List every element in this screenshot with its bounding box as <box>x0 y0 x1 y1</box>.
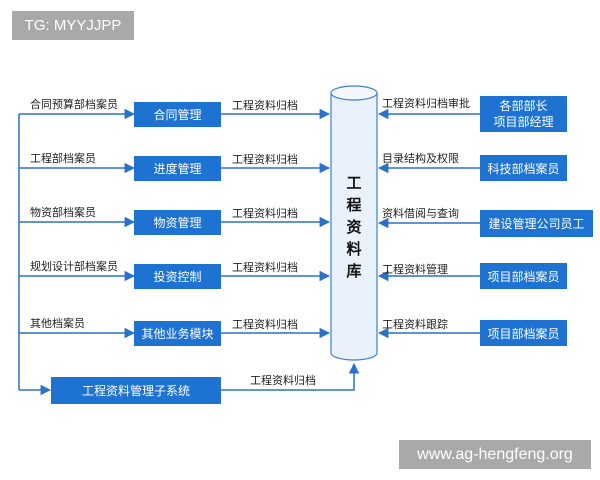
right-flow-label-3: 资料借阅与查询 <box>382 207 459 220</box>
role-line-heads-1: 各部部长 <box>499 99 548 113</box>
database-label-char-2: 程 <box>346 196 362 214</box>
source-label-5: 其他档案员 <box>30 317 85 330</box>
database-label-char-4: 料 <box>346 240 362 258</box>
database-label-char-1: 工 <box>346 174 362 192</box>
module-box-investment[interactable]: 投资控制 <box>134 264 221 289</box>
right-flow-label-2: 目录结构及权限 <box>382 152 459 165</box>
role-box-project-archivist-1[interactable]: 项目部档案员 <box>480 263 567 289</box>
source-label-2: 工程部档案员 <box>30 152 96 165</box>
right-flow-label-5: 工程资料跟踪 <box>382 318 448 331</box>
role-box-heads[interactable]: 各部部长 项目部经理 <box>480 96 567 132</box>
role-box-project-archivist-2[interactable]: 项目部档案员 <box>480 320 567 346</box>
source-label-4: 规划设计部档案员 <box>30 260 118 273</box>
flow-label-4: 工程资料归档 <box>232 261 298 274</box>
flow-arrow-subsystem <box>221 362 360 391</box>
module-box-materials[interactable]: 物资管理 <box>134 210 221 235</box>
flow-label-2: 工程资料归档 <box>232 153 298 166</box>
module-box-progress[interactable]: 进度管理 <box>134 156 221 181</box>
right-flow-label-1: 工程资料归档审批 <box>382 97 470 110</box>
role-box-tech-archivist[interactable]: 科技部档案员 <box>480 155 567 181</box>
database-label-char-5: 库 <box>346 262 362 280</box>
flow-label-5: 工程资料归档 <box>232 318 298 331</box>
flow-label-3: 工程资料归档 <box>232 207 298 220</box>
database-label: 工程资料库 <box>331 172 377 282</box>
flow-label-1: 工程资料归档 <box>232 99 298 112</box>
role-box-construction-staff[interactable]: 建设管理公司员工 <box>480 210 593 237</box>
watermark-bottom: www.ag-hengfeng.org <box>399 440 591 469</box>
right-flow-label-4: 工程资料管理 <box>382 263 448 276</box>
database-label-char-3: 资 <box>346 218 362 236</box>
flow-label-subsystem: 工程资料归档 <box>250 374 316 387</box>
source-label-3: 物资部档案员 <box>30 206 96 219</box>
module-box-contract[interactable]: 合同管理 <box>134 102 221 127</box>
database-cylinder <box>330 85 378 361</box>
subsystem-box[interactable]: 工程资料管理子系统 <box>51 377 221 404</box>
source-label-1: 合同预算部档案员 <box>30 98 118 111</box>
module-box-other[interactable]: 其他业务模块 <box>134 321 221 346</box>
watermark-top: TG: MYYJJPP <box>12 11 134 40</box>
role-line-heads-2: 项目部经理 <box>493 115 554 129</box>
